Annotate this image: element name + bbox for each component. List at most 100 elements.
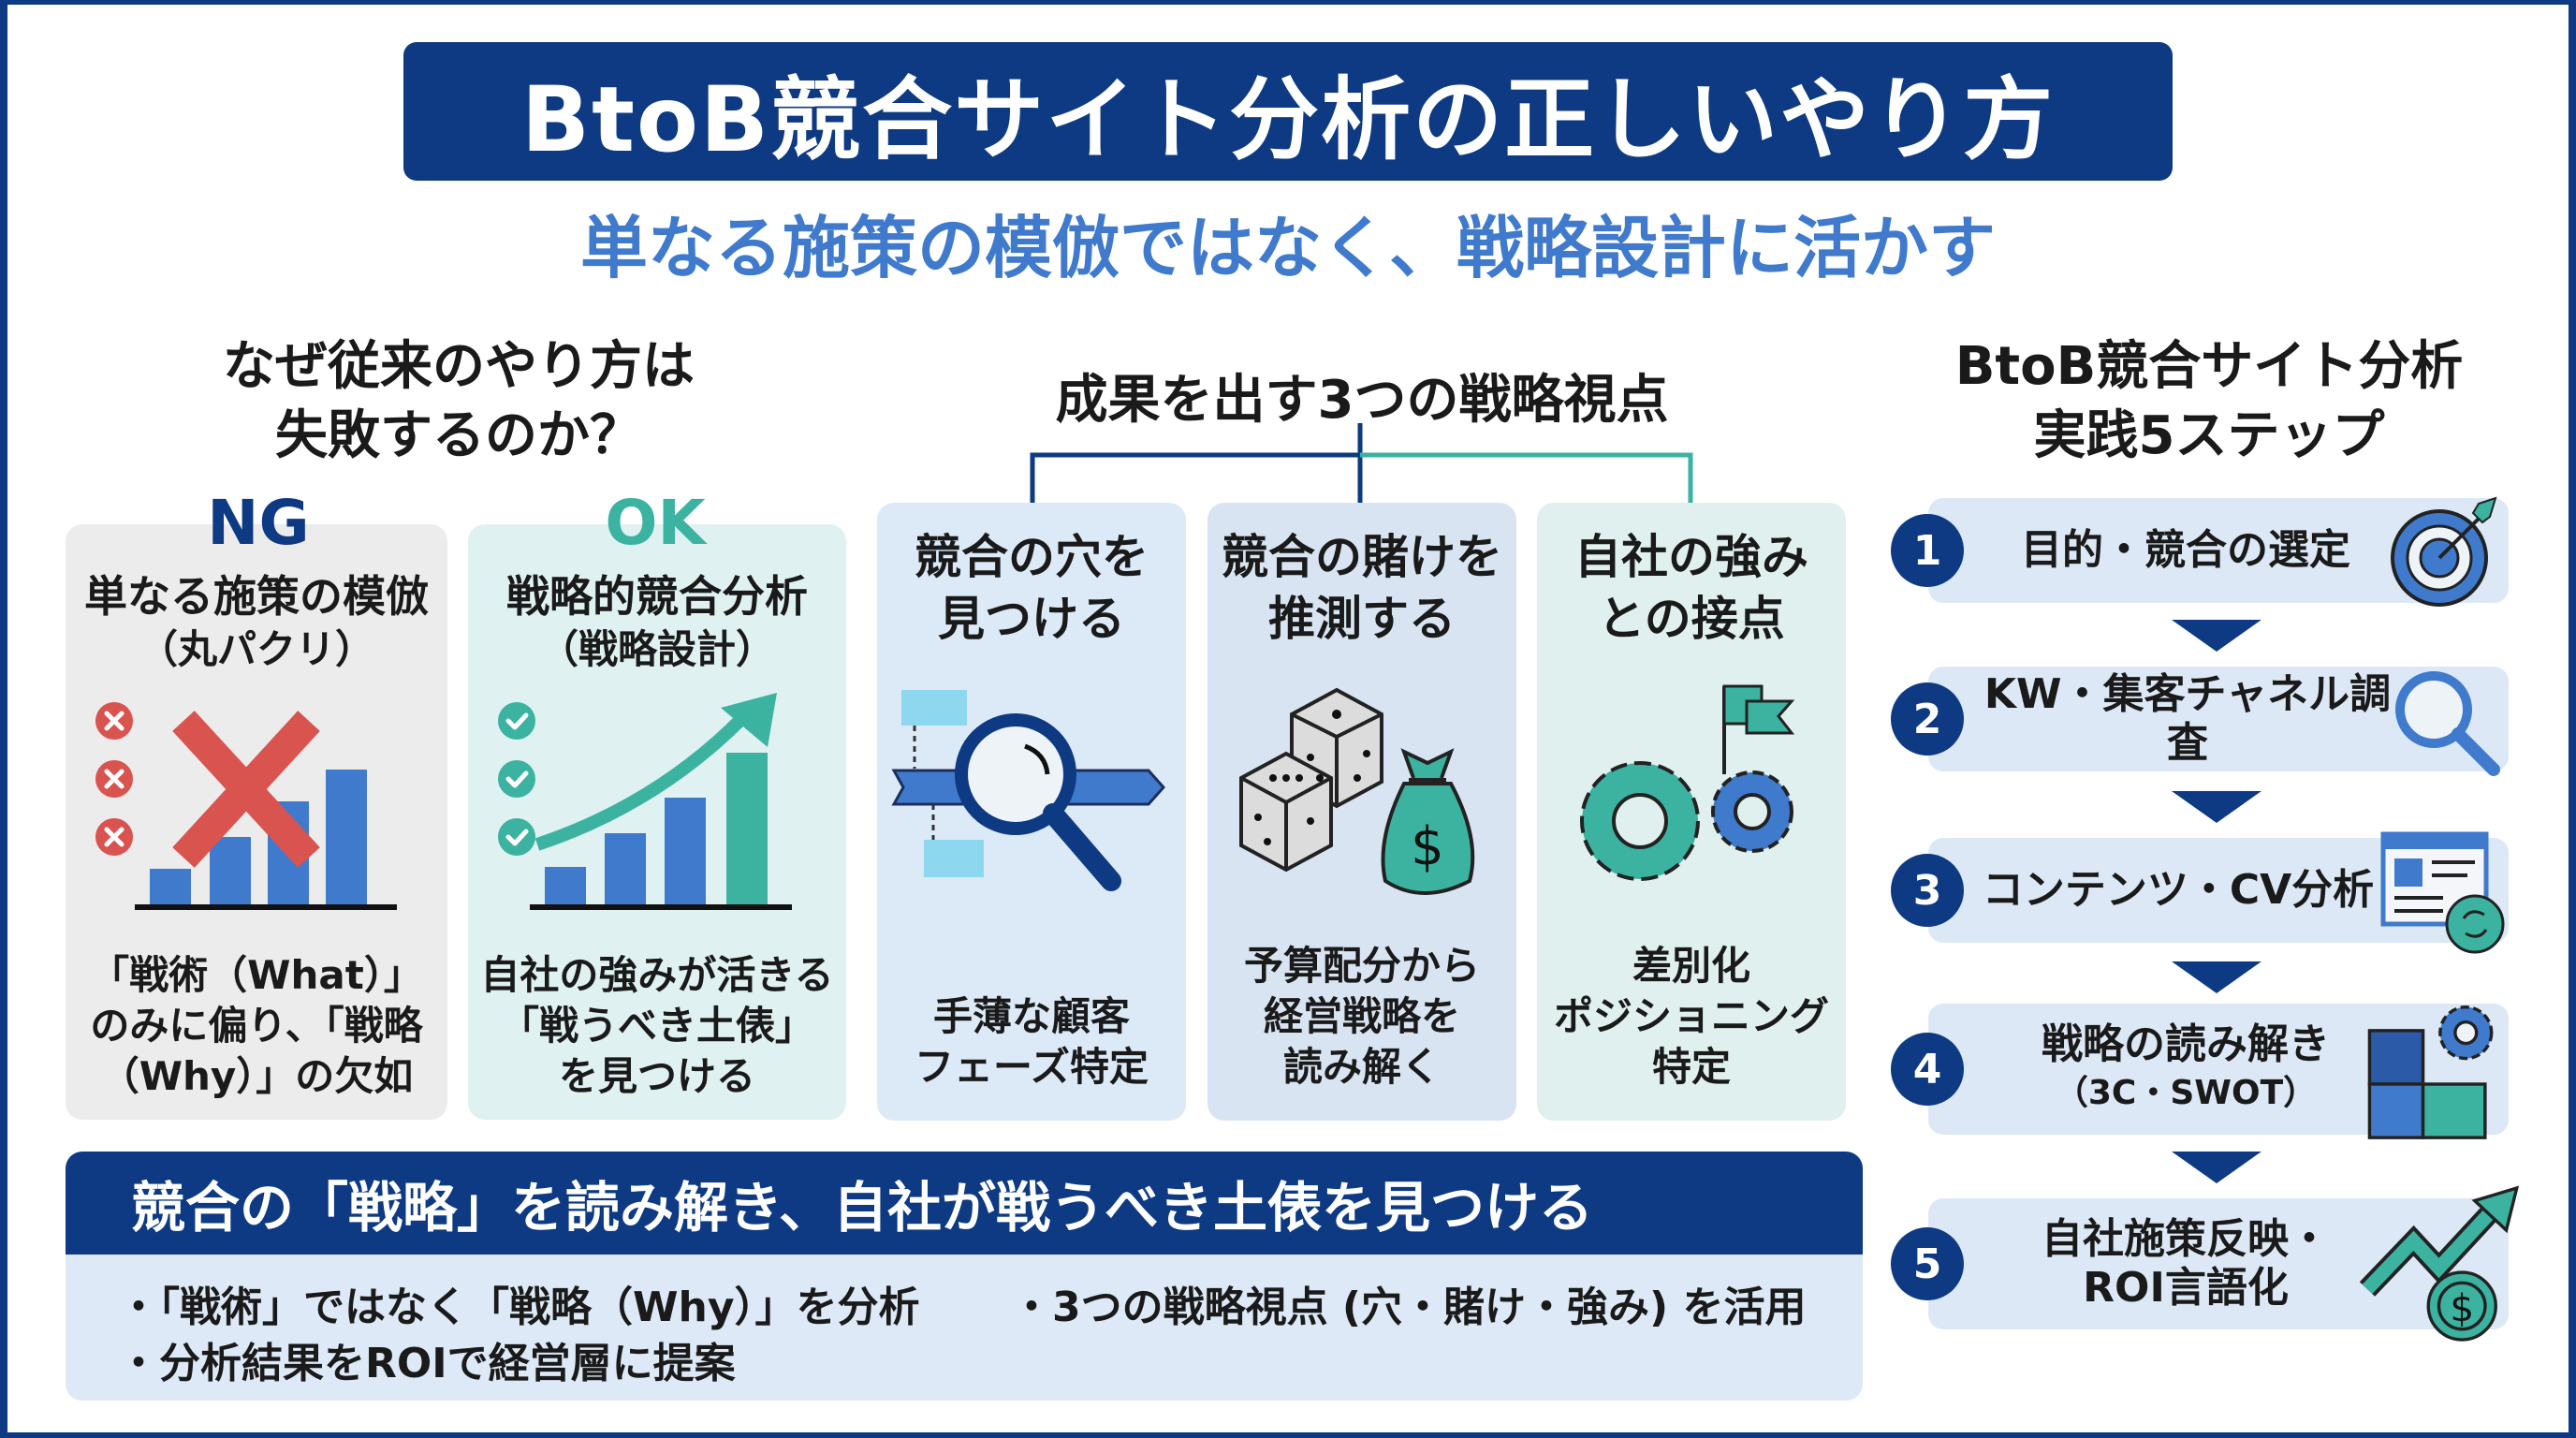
ok-label: OK (605, 487, 706, 559)
step-label-text: コンテンツ・CV分析 (1982, 866, 2375, 914)
desc-line: 予算配分から (1243, 943, 1480, 989)
ok-description: 自社の強みが活きる 「戦うべき土俵」 を見つける (477, 950, 837, 1102)
step-number: 5 (1891, 1227, 1964, 1300)
desc-line: 「戦術（What）」 (90, 952, 423, 998)
desc-line: 「戦うべき土俵」 (499, 1003, 814, 1049)
step-label: 目的・競合の選定 (1984, 526, 2387, 575)
desc-line: ポジショニング (1553, 993, 1829, 1039)
step-2: 2 KW・集客チャネル調査 (1891, 667, 2509, 776)
step-arrow (2172, 791, 2261, 823)
step-3: 3 コンテンツ・CV分析 (1891, 831, 2509, 954)
step-5: 5 自社施策反映・ ROI言語化 $ (1891, 1185, 2520, 1342)
growth-arrow-icon (534, 693, 777, 851)
column-title: 競合の穴を 見つける (877, 526, 1186, 650)
page-title: BtoB競合サイト分析の正しいやり方 (520, 66, 2056, 172)
title-banner: BtoB競合サイト分析の正しいやり方 (403, 42, 2173, 181)
check-circle-icon (498, 702, 535, 740)
heading-line: BtoB競合サイト分析 (1954, 336, 2464, 397)
webpage-refresh-icon (2380, 831, 2505, 954)
title-line: 競合の穴を (915, 530, 1149, 584)
ng-subtitle: （丸パクリ） (138, 626, 374, 672)
summary-banner: 競合の「戦略」を読み解き、自社が戦うべき土俵を見つける ・「戦術」ではなく「戦略… (66, 1152, 1863, 1401)
step-label-text: 戦略の読み解き (2042, 1020, 2330, 1068)
strategy-column-bet: 競合の賭けを 推測する $ 予算配分から 経営戦略を 読み解く (1208, 503, 1516, 1121)
svg-text:$: $ (2450, 1285, 2474, 1330)
step-number: 2 (1891, 682, 1964, 756)
summary-bullet: ・分析結果をROIで経営層に提案 (118, 1340, 736, 1387)
heading-line: 実践5ステップ (2033, 405, 2385, 466)
bar-chart-icon (530, 753, 792, 910)
desc-line: 特定 (1651, 1044, 1731, 1090)
x-circle-icon (95, 760, 133, 798)
column-title: 自社の強み との接点 (1537, 526, 1846, 650)
middle-section-heading: 成果を出す3つの戦略視点 (1055, 370, 1669, 431)
desc-line: 読み解く (1282, 1044, 1441, 1090)
puzzle-gear-icon (2367, 1005, 2494, 1139)
step-label-text: 目的・競合の選定 (2021, 526, 2350, 574)
svg-text:$: $ (1411, 816, 1444, 877)
desc-line: のみに偏り、「戦略 (90, 1003, 423, 1049)
desc-line: 経営戦略を (1263, 993, 1460, 1039)
step-label: KW・集客チャネル調査 (1969, 670, 2406, 768)
desc-line: フェーズ特定 (915, 1044, 1149, 1090)
title-line: 競合の賭けを (1222, 530, 1502, 584)
x-circle-icon (95, 818, 133, 856)
magnifier-timeline-icon (886, 681, 1177, 924)
search-icon (2395, 671, 2500, 776)
ng-chart-illustration (94, 693, 419, 936)
summary-bullet: ・「戦術」ではなく「戦略（Why）」を分析 (118, 1284, 920, 1331)
title-line: 見つける (938, 592, 1125, 646)
page-subtitle: 単なる施策の模倣ではなく、戦略設計に活かす (579, 209, 1996, 287)
step-label-text: 自社施策反映・ (2042, 1215, 2330, 1263)
ok-chart-illustration (496, 693, 818, 936)
dice-money-bag-icon: $ (1217, 681, 1507, 924)
ng-description: 「戦術（What）」 のみに偏り、「戦略 （Why）」の欠如 (75, 950, 438, 1102)
big-red-x-icon (172, 711, 320, 868)
strategy-column-strength: 自社の強み との接点 差別化 ポジショニング 特定 (1537, 503, 1846, 1121)
step-number: 1 (1891, 514, 1964, 587)
column-description: 差別化 ポジショニング 特定 (1537, 941, 1846, 1093)
strategy-column-gap: 競合の穴を 見つける 手薄な顧客 フェーズ特定 (877, 503, 1186, 1121)
check-circle-icon (498, 818, 535, 856)
desc-line: （Why）」の欠如 (99, 1053, 414, 1099)
ng-panel: 単なる施策の模倣 （丸パクリ） 「戦術（What (66, 524, 447, 1120)
desc-line: 差別化 (1632, 943, 1750, 989)
summary-header: 競合の「戦略」を読み解き、自社が戦うべき土俵を見つける (66, 1152, 1863, 1255)
step-number: 3 (1891, 854, 1964, 927)
step-label: 自社施策反映・ ROI言語化 (1984, 1215, 2387, 1313)
desc-line: を見つける (558, 1053, 755, 1099)
summary-title: 競合の「戦略」を読み解き、自社が戦うべき土俵を見つける (131, 1176, 1593, 1240)
desc-line: 手薄な顧客 (932, 993, 1130, 1039)
step-arrow (2172, 1152, 2261, 1183)
step-4: 4 戦略の読み解き （3C・SWOT） (1891, 1004, 2509, 1139)
step-label: 戦略の読み解き （3C・SWOT） (1984, 1020, 2387, 1118)
check-circle-icon (498, 760, 535, 798)
step-1: 1 目的・競合の選定 (1891, 496, 2509, 607)
heading-line: 失敗するのか？ (275, 405, 642, 466)
ok-title: 戦略的競合分析 (506, 571, 808, 622)
gears-flag-icon (1546, 681, 1837, 924)
heading-line: なぜ従来のやり方は (223, 336, 695, 397)
growth-coin-icon: $ (2359, 1185, 2520, 1342)
step-arrow (2172, 961, 2261, 993)
column-description: 手薄な顧客 フェーズ特定 (877, 991, 1186, 1093)
x-circle-icon (95, 702, 133, 740)
column-title: 競合の賭けを 推測する (1208, 526, 1516, 650)
title-line: 自社の強み (1574, 530, 1808, 584)
step-label-text: KW・集客チャネル調査 (1983, 670, 2392, 767)
desc-line: 自社の強みが活きる (480, 952, 834, 998)
left-section-heading: なぜ従来のやり方は 失敗するのか？ (112, 332, 805, 471)
step-label: コンテンツ・CV分析 (1969, 866, 2387, 915)
column-description: 予算配分から 経営戦略を 読み解く (1208, 941, 1516, 1093)
right-section-heading: BtoB競合サイト分析 実践5ステップ (1891, 332, 2527, 471)
step-sublabel: （3C・SWOT） (2054, 1074, 2318, 1112)
ok-subtitle: （戦略設計） (538, 626, 775, 672)
step-number: 4 (1891, 1033, 1964, 1106)
ng-label: NG (207, 487, 310, 559)
ng-title: 単なる施策の模倣 (84, 571, 429, 622)
title-line: との接点 (1598, 592, 1785, 646)
step-sublabel: ROI言語化 (2083, 1264, 2289, 1312)
target-icon (2391, 496, 2497, 607)
step-arrow (2172, 620, 2261, 652)
summary-bullet: ・3つの戦略視点 (穴・賭け・強み) を活用 (1011, 1284, 1807, 1331)
